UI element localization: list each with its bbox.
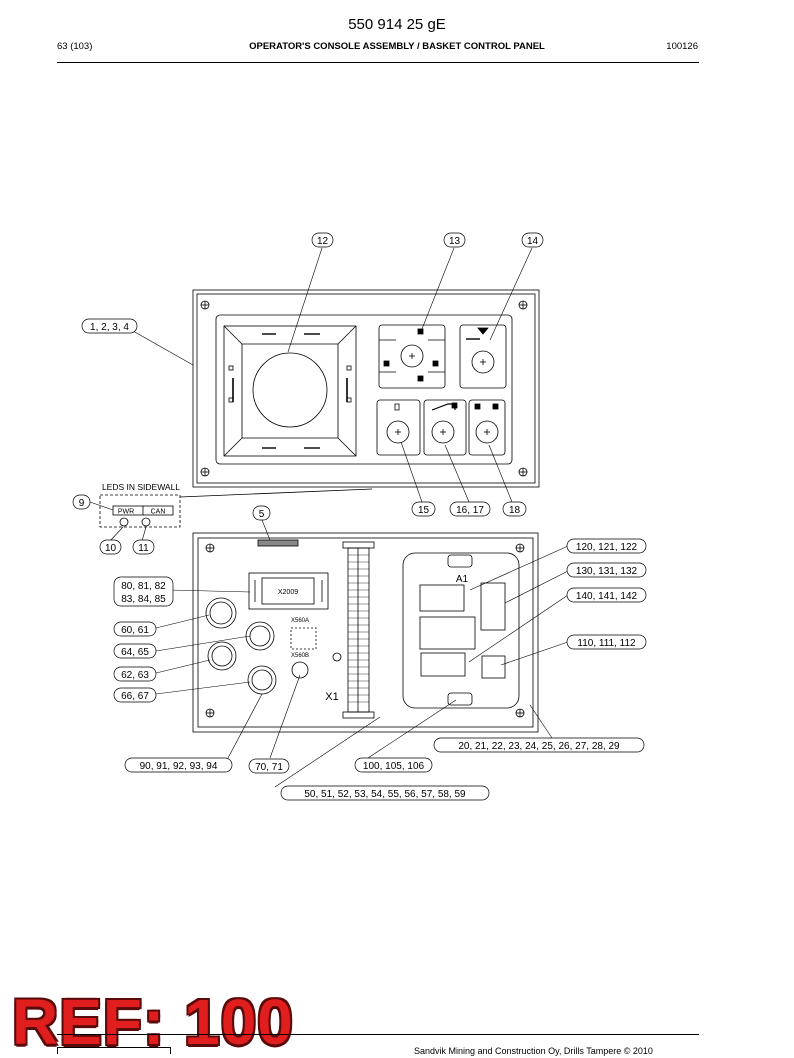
callout-13: 13 — [449, 236, 461, 247]
knob-module-right — [468, 399, 506, 456]
callout-10: 10 — [105, 543, 117, 554]
controller-a1 — [402, 552, 520, 709]
x560a-label: X560A — [291, 618, 309, 624]
callout-texts: 12 13 14 1, 2, 3, 4 15 16, 17 18 9 10 11… — [79, 236, 638, 800]
page-number: 63 (103) — [57, 41, 93, 52]
callout-100-105-106: 100, 105, 106 — [363, 761, 425, 772]
callout-120-121-122: 120, 121, 122 — [576, 542, 638, 553]
callout-130-131-132: 130, 131, 132 — [576, 566, 638, 577]
callout-64-65: 64, 65 — [121, 647, 149, 658]
callout-1-2-3-4: 1, 2, 3, 4 — [90, 322, 129, 333]
x560-box — [290, 627, 317, 650]
led-sidewall-box — [99, 488, 373, 528]
connector-x2009 — [248, 572, 329, 610]
console-back-panel — [192, 532, 539, 733]
a1-label: A1 — [456, 574, 469, 585]
mounting-hole — [200, 300, 528, 477]
callout-66-67: 66, 67 — [121, 691, 149, 702]
callout-16-17: 16, 17 — [456, 505, 484, 516]
joystick-module — [223, 325, 357, 457]
leds-in-sidewall-label: LEDS IN SIDEWALL — [102, 482, 180, 492]
x2009-label: X2009 — [278, 589, 298, 596]
document-code: 100126 — [666, 41, 698, 52]
ref-stamp: REF: 100 — [12, 986, 294, 1058]
callout-140-141-142: 140, 141, 142 — [576, 591, 638, 602]
callout-80-81-82: 80, 81, 82 — [121, 581, 166, 592]
callout-11: 11 — [138, 543, 149, 554]
emergency-stop-module — [459, 324, 507, 389]
x560b-label: X560B — [291, 653, 309, 659]
four-way-switch-module — [378, 324, 446, 389]
callout-20-29: 20, 21, 22, 23, 24, 25, 26, 27, 28, 29 — [458, 741, 620, 752]
footer-rule — [57, 1034, 699, 1035]
callout-90-94: 90, 91, 92, 93, 94 — [140, 761, 218, 772]
knob-module-left — [376, 399, 421, 456]
callout-62-63: 62, 63 — [121, 670, 149, 681]
callout-83-84-85: 83, 84, 85 — [121, 594, 166, 605]
callout-bubbles — [72, 232, 647, 801]
callout-18: 18 — [509, 505, 521, 516]
console-panel — [192, 289, 540, 488]
callout-110-111-112: 110, 111, 112 — [577, 638, 636, 649]
x1-label: X1 — [325, 691, 338, 703]
terminal-strip-x1 — [342, 541, 375, 719]
page-title: OPERATOR'S CONSOLE ASSEMBLY / BASKET CON… — [249, 41, 545, 52]
callout-14: 14 — [527, 236, 539, 247]
document-number: 550 914 25 gE — [348, 16, 446, 33]
can-led-label: CAN — [151, 509, 166, 516]
footer-copyright: Sandvik Mining and Construction Oy, Dril… — [414, 1046, 653, 1056]
leader-lines — [89, 247, 569, 788]
callout-12: 12 — [317, 236, 329, 247]
callout-9: 9 — [79, 498, 85, 509]
pwr-led-label: PWR — [118, 509, 134, 516]
round-connector — [205, 597, 342, 695]
knob-module-middle — [423, 399, 467, 456]
callout-5: 5 — [259, 509, 265, 520]
drawing-labels: LEDS IN SIDEWALL PWR CAN X2009 X560A X56… — [102, 482, 469, 703]
callout-70-71: 70, 71 — [255, 762, 283, 773]
header-rule — [57, 62, 699, 63]
callout-50-59: 50, 51, 52, 53, 54, 55, 56, 57, 58, 59 — [304, 789, 466, 800]
callout-60-61: 60, 61 — [121, 625, 149, 636]
callout-15: 15 — [418, 505, 430, 516]
mounting-hole — [205, 543, 525, 718]
brand-logo — [57, 1047, 171, 1054]
